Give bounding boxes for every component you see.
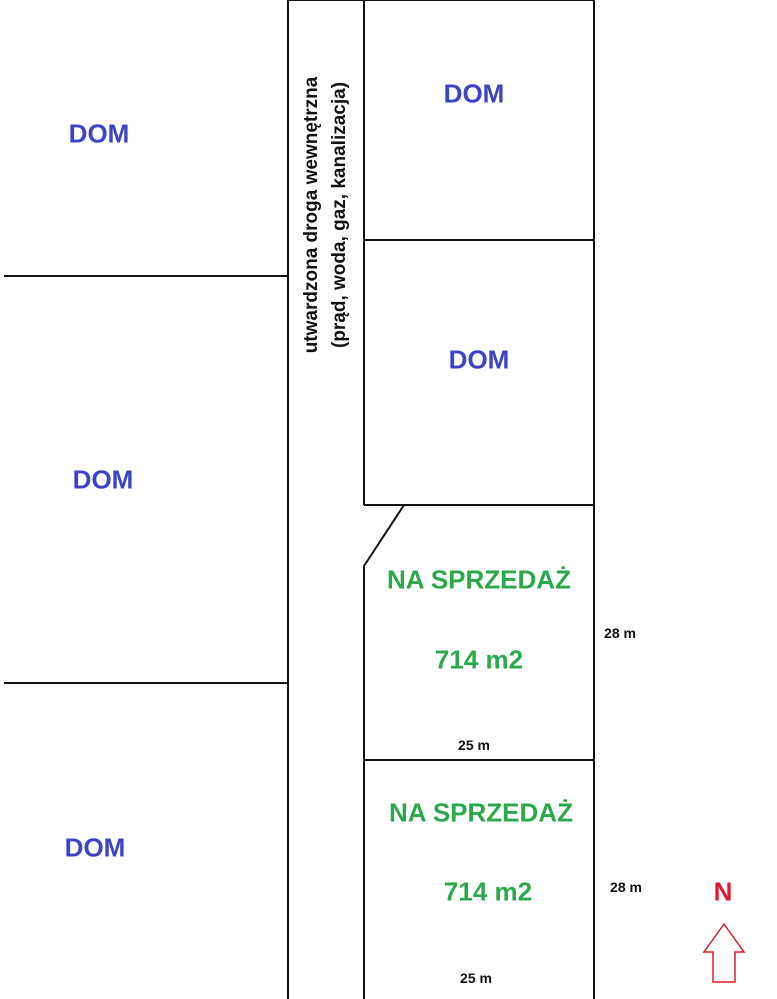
sale-1-area: 714 m2 <box>434 644 524 675</box>
road-label-line2: (prąd, woda, gaz, kanalizacja) <box>329 81 350 349</box>
house-right-top: DOM <box>443 78 505 109</box>
sale-1-title: NA SPRZEDAŻ <box>387 564 571 595</box>
north-label: N <box>713 876 733 907</box>
sale-1-length: 28 m <box>604 625 636 641</box>
sale-2-length: 28 m <box>610 879 642 895</box>
road-label-line1: utwardzona droga wewnętrzna <box>301 76 322 354</box>
house-left-top: DOM <box>68 118 130 149</box>
sale-2-width: 25 m <box>460 970 492 986</box>
sale-1-width: 25 m <box>458 737 490 753</box>
house-left-bottom: DOM <box>64 832 126 863</box>
north-arrow-icon <box>702 922 746 983</box>
road-label: utwardzona droga wewnętrzna (prąd, woda,… <box>298 77 354 354</box>
sale-2-area: 714 m2 <box>443 876 533 907</box>
house-right-second: DOM <box>448 344 510 375</box>
sale-2-title: NA SPRZEDAŻ <box>389 797 573 828</box>
house-left-middle: DOM <box>72 464 134 495</box>
